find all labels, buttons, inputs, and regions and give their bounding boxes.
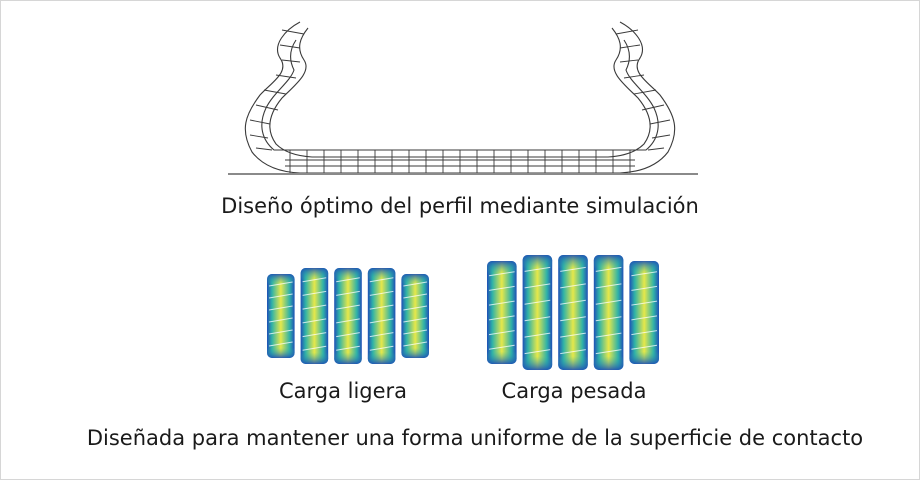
mesh-line [623,74,645,79]
mesh-line [281,59,301,63]
mesh-line [651,134,671,139]
sipe-line [268,293,293,299]
sipe-line [403,293,428,299]
tire-inner-contour [269,27,651,158]
sipe-line [595,316,622,322]
sipe-line [336,345,360,351]
sipe-line [336,318,360,324]
sipe-line [488,315,515,321]
sipe-line [524,283,551,289]
heavy-load-label: Carga pesada [501,379,647,403]
tread-rib-edge [558,255,588,370]
mesh-line [249,134,269,139]
sipe-line [369,318,394,324]
mesh-line [615,29,639,35]
sipe-line [524,266,551,272]
sipe-line [302,304,327,310]
sipe-line [524,316,551,322]
sipe-line [403,305,428,311]
sipe-line [369,304,394,310]
sipe-line [560,299,586,305]
sipe-line [560,349,586,355]
sipe-line [560,316,586,322]
tire-profile-mesh [244,21,676,174]
sipe-line [268,305,293,311]
footprint-heavy-load [487,255,659,370]
mesh-line [249,119,271,125]
sipe-line [488,344,515,350]
mesh-line [619,44,641,49]
sipe-line [631,315,658,321]
sipe-line [595,266,622,272]
sipe-line [268,317,293,323]
sipe-line [369,345,394,351]
sipe-line [302,277,327,283]
sipe-line [369,277,394,283]
sipe-line [631,285,658,291]
sipe-line [369,332,394,338]
sipe-line [631,300,658,306]
mesh-line [275,74,297,79]
sipe-line [403,317,428,323]
mesh-line [619,59,639,63]
sipe-line [369,290,394,296]
sipe-line [631,271,658,277]
sipe-line [595,349,622,355]
tread-rib-edge [487,261,517,364]
sipe-line [403,329,428,335]
sipe-line [336,304,360,310]
tire-mid-contour [261,39,659,151]
mesh-line [279,44,301,49]
sipe-line [488,330,515,336]
mesh-line [633,89,657,95]
mesh-line [255,104,279,111]
profile-caption: Diseño óptimo del perfil mediante simula… [221,194,699,218]
sipe-line [268,341,293,347]
sipe-line [403,341,428,347]
sipe-line [524,349,551,355]
tread-rib-edge [593,255,624,370]
sipe-line [488,285,515,291]
sipe-line [631,344,658,350]
sipe-line [560,283,586,289]
sipe-line [595,332,622,338]
tread-rib-edge [522,255,553,370]
sipe-line [268,329,293,335]
sipe-line [488,300,515,306]
sipe-line [595,283,622,289]
sipe-line [524,299,551,305]
mesh-line [263,89,287,95]
tread-rib-edge [629,261,659,364]
sipe-line [336,277,360,283]
sipe-line [403,281,428,287]
sipe-line [336,290,360,296]
sipe-line [302,332,327,338]
light-load-label: Carga ligera [278,379,408,403]
sipe-line [302,290,327,296]
sipe-line [595,299,622,305]
sipe-line [302,345,327,351]
sipe-line [336,332,360,338]
mesh-line [647,147,665,151]
sipe-line [524,332,551,338]
sipe-line [302,318,327,324]
sipe-line [560,332,586,338]
mesh-line [641,104,665,111]
contact-surface-caption: Diseñada para mantener una forma uniform… [86,426,864,450]
sipe-line [488,271,515,277]
sipe-line [268,281,293,287]
mesh-grid-lines [249,29,671,173]
sipe-line [560,266,586,272]
sipe-line [631,330,658,336]
mesh-line [281,29,305,35]
mesh-line [649,119,671,125]
mesh-line [255,147,273,151]
footprint-light-load [267,268,429,364]
